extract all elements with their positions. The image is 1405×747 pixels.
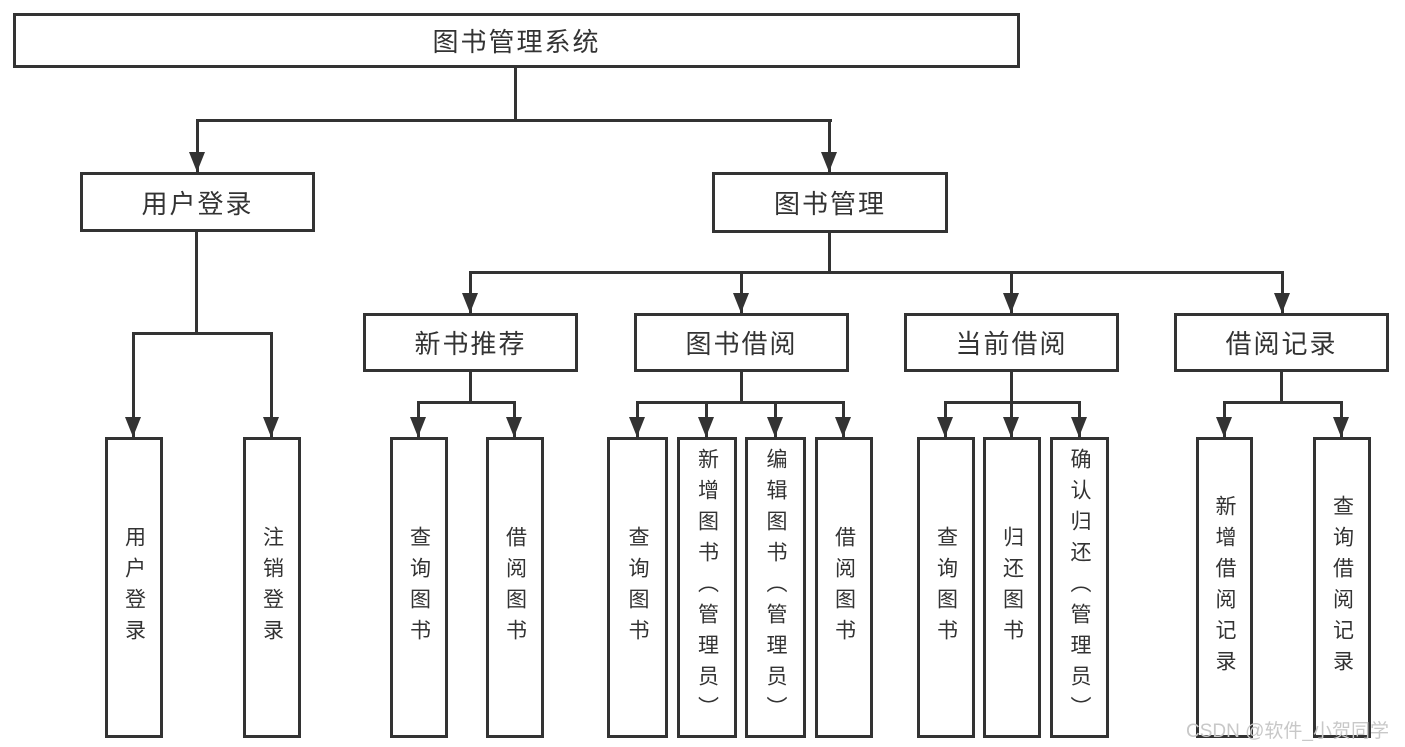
- leaf-label: 借阅图书: [503, 525, 527, 650]
- node-new-book-recommend-label: 新书推荐: [414, 329, 527, 359]
- leaf-query-books-3: 查询图书: [917, 437, 975, 738]
- arrow-down-icon: [462, 293, 478, 313]
- node-book-management: 图书管理: [712, 172, 948, 233]
- connector-line: [1010, 372, 1013, 404]
- leaf-label: 借阅图书: [832, 525, 856, 650]
- arrow-down-icon: [733, 293, 749, 313]
- connector-line: [469, 372, 472, 404]
- leaf-borrow-books: 借阅图书: [486, 437, 544, 738]
- leaf-label: 用户登录: [122, 525, 146, 650]
- arrow-down-icon: [767, 417, 783, 437]
- connector-line: [132, 332, 135, 437]
- arrow-down-icon: [506, 417, 522, 437]
- leaf-query-books: 查询图书: [390, 437, 448, 738]
- leaf-label: 查询图书: [626, 525, 649, 650]
- connector-line: [469, 271, 1284, 274]
- arrow-down-icon: [263, 417, 279, 437]
- node-book-borrow: 图书借阅: [634, 313, 849, 372]
- node-user-login-label: 用户登录: [141, 188, 254, 219]
- node-root-label: 图书管理系统: [432, 27, 601, 57]
- leaf-label: 查询图书: [934, 525, 958, 650]
- connector-line: [1280, 372, 1283, 404]
- arrow-down-icon: [821, 152, 837, 172]
- leaf-label: 注销登录: [260, 525, 284, 650]
- node-current-borrow: 当前借阅: [904, 313, 1119, 372]
- node-borrow-records-label: 借阅记录: [1225, 329, 1338, 359]
- arrow-down-icon: [1216, 417, 1232, 437]
- leaf-query-books-2: 查询图书: [607, 437, 668, 738]
- watermark: CSDN @软件_小贺同学: [1186, 721, 1389, 742]
- leaf-user-login: 用户登录: [105, 437, 163, 738]
- node-root: 图书管理系统: [13, 13, 1020, 68]
- connector-line: [636, 401, 845, 404]
- arrow-down-icon: [835, 417, 851, 437]
- node-book-management-label: 图书管理: [773, 189, 886, 219]
- arrow-down-icon: [1003, 293, 1019, 313]
- connector-line: [469, 271, 472, 313]
- connector-line: [1223, 401, 1343, 404]
- arrow-down-icon: [189, 152, 205, 172]
- leaf-confirm-return-admin: 确认归还（管理员）: [1050, 437, 1109, 738]
- leaf-return-books: 归还图书: [983, 437, 1041, 738]
- connector-line: [828, 119, 831, 172]
- connector-line: [1010, 271, 1013, 313]
- connector-line: [132, 332, 273, 335]
- arrow-down-icon: [698, 417, 714, 437]
- node-borrow-records: 借阅记录: [1174, 313, 1389, 372]
- connector-line: [514, 68, 517, 122]
- leaf-label: 查询图书: [407, 525, 431, 650]
- leaf-add-borrow-record: 新增借阅记录: [1196, 437, 1253, 738]
- connector-line: [195, 232, 198, 335]
- arrow-down-icon: [1071, 417, 1087, 437]
- leaf-label: 编辑图书（管理员）: [764, 448, 787, 727]
- connector-line: [270, 332, 273, 437]
- connector-line: [740, 372, 743, 404]
- leaf-edit-books-admin: 编辑图书（管理员）: [745, 437, 806, 738]
- connector-line: [1281, 271, 1284, 313]
- connector-line: [196, 119, 199, 172]
- leaf-label: 确认归还（管理员）: [1068, 448, 1091, 727]
- connector-line: [828, 233, 831, 274]
- leaf-add-books-admin: 新增图书（管理员）: [677, 437, 737, 738]
- node-new-book-recommend: 新书推荐: [363, 313, 578, 372]
- leaf-label: 新增借阅记录: [1213, 494, 1236, 681]
- connector-line: [417, 401, 516, 404]
- arrow-down-icon: [937, 417, 953, 437]
- leaf-query-borrow-record: 查询借阅记录: [1313, 437, 1371, 738]
- leaf-label: 查询借阅记录: [1330, 494, 1354, 681]
- leaf-label: 归还图书: [1000, 525, 1024, 650]
- leaf-logout: 注销登录: [243, 437, 301, 738]
- arrow-down-icon: [125, 417, 141, 437]
- node-book-borrow-label: 图书借阅: [685, 329, 798, 359]
- arrow-down-icon: [629, 417, 645, 437]
- arrow-down-icon: [410, 417, 426, 437]
- arrow-down-icon: [1274, 293, 1290, 313]
- arrow-down-icon: [1333, 417, 1349, 437]
- connector-line: [196, 119, 832, 122]
- node-user-login: 用户登录: [80, 172, 315, 232]
- connector-line: [740, 271, 743, 313]
- node-current-borrow-label: 当前借阅: [955, 329, 1068, 359]
- leaf-borrow-books-2: 借阅图书: [815, 437, 873, 738]
- arrow-down-icon: [1003, 417, 1019, 437]
- leaf-label: 新增图书（管理员）: [695, 448, 719, 727]
